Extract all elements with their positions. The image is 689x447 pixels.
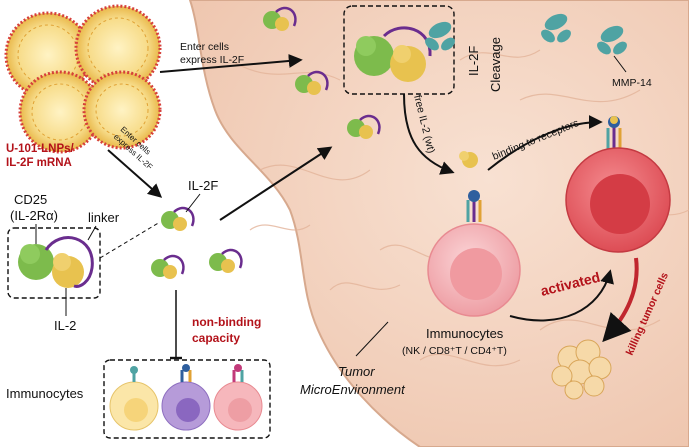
immunocytes-box xyxy=(103,359,271,439)
tme-line1: Tumor xyxy=(338,364,375,379)
arrow-killing xyxy=(602,257,639,343)
activated-immunocyte xyxy=(565,116,671,253)
lnp-particle xyxy=(82,70,162,150)
non-binding-line1: non-binding xyxy=(192,315,261,329)
immune-cell-cd8 xyxy=(161,364,211,431)
immune-cell-nk xyxy=(109,366,159,431)
cleavage-label: Cleavage xyxy=(488,37,503,92)
immune-cell-cd4 xyxy=(213,364,263,431)
box-to-il2f-line xyxy=(99,221,161,259)
cd25-label-line1: CD25 xyxy=(14,192,47,207)
il2f-molecule xyxy=(161,206,195,231)
non-binding-line2: capacity xyxy=(192,331,240,345)
mmp14-pointer xyxy=(613,55,627,73)
arrow-enter-express xyxy=(159,53,303,73)
immunocytes-center-label: Immunocytes xyxy=(426,326,504,341)
immunocytes-box-label: Immunocytes xyxy=(6,386,84,401)
protein-detail-box xyxy=(7,227,101,299)
cleavage-il2f-vertical: IL-2F xyxy=(466,46,481,76)
il2f-molecule xyxy=(295,70,329,95)
il2f-large-molecule xyxy=(18,236,94,288)
mmp14-enzyme xyxy=(597,25,627,55)
free-il2-molecule xyxy=(459,151,478,168)
lnp-label-line1: U-101-LNPs/ xyxy=(6,143,75,155)
il2-label: IL-2 xyxy=(54,318,76,333)
il2f-molecule xyxy=(263,6,297,31)
linker-label: linker xyxy=(88,210,120,225)
il2f-cleavage-molecule xyxy=(354,26,432,82)
immunocytes-center-types: (NK / CD8⁺T / CD4⁺T) xyxy=(402,345,507,357)
arrow-free-il2 xyxy=(403,93,455,175)
mmp14-label: MMP-14 xyxy=(612,77,652,89)
enter-express-line1: Enter cells xyxy=(180,41,229,53)
mmp14-enzyme xyxy=(541,13,571,43)
linker-pointer xyxy=(87,225,97,241)
immunocyte-center xyxy=(427,190,521,317)
tme-line2: MicroEnvironment xyxy=(300,382,406,397)
arrow-activated xyxy=(509,269,614,322)
il2f-label: IL-2F xyxy=(188,178,218,193)
arrow-to-tumor xyxy=(219,146,333,221)
tme-pointer xyxy=(355,321,389,357)
cd25-label-line2: (IL-2Rα) xyxy=(10,208,58,223)
il2f-molecule xyxy=(209,248,243,273)
arrow-enter-small xyxy=(107,149,163,198)
il2f-molecule xyxy=(347,114,381,139)
mmp14-enzyme-in-box xyxy=(425,21,455,51)
lnp-cluster xyxy=(4,4,162,154)
tumor-cell-cluster xyxy=(551,339,612,400)
lnp-label-line2: IL-2F mRNA xyxy=(6,157,72,169)
il2f-pointer xyxy=(185,193,201,213)
arrow-binding xyxy=(487,115,603,171)
tumor-tissue xyxy=(188,0,689,447)
il2f-molecule xyxy=(151,254,185,279)
enter-express-line2: express IL-2F xyxy=(180,54,244,66)
